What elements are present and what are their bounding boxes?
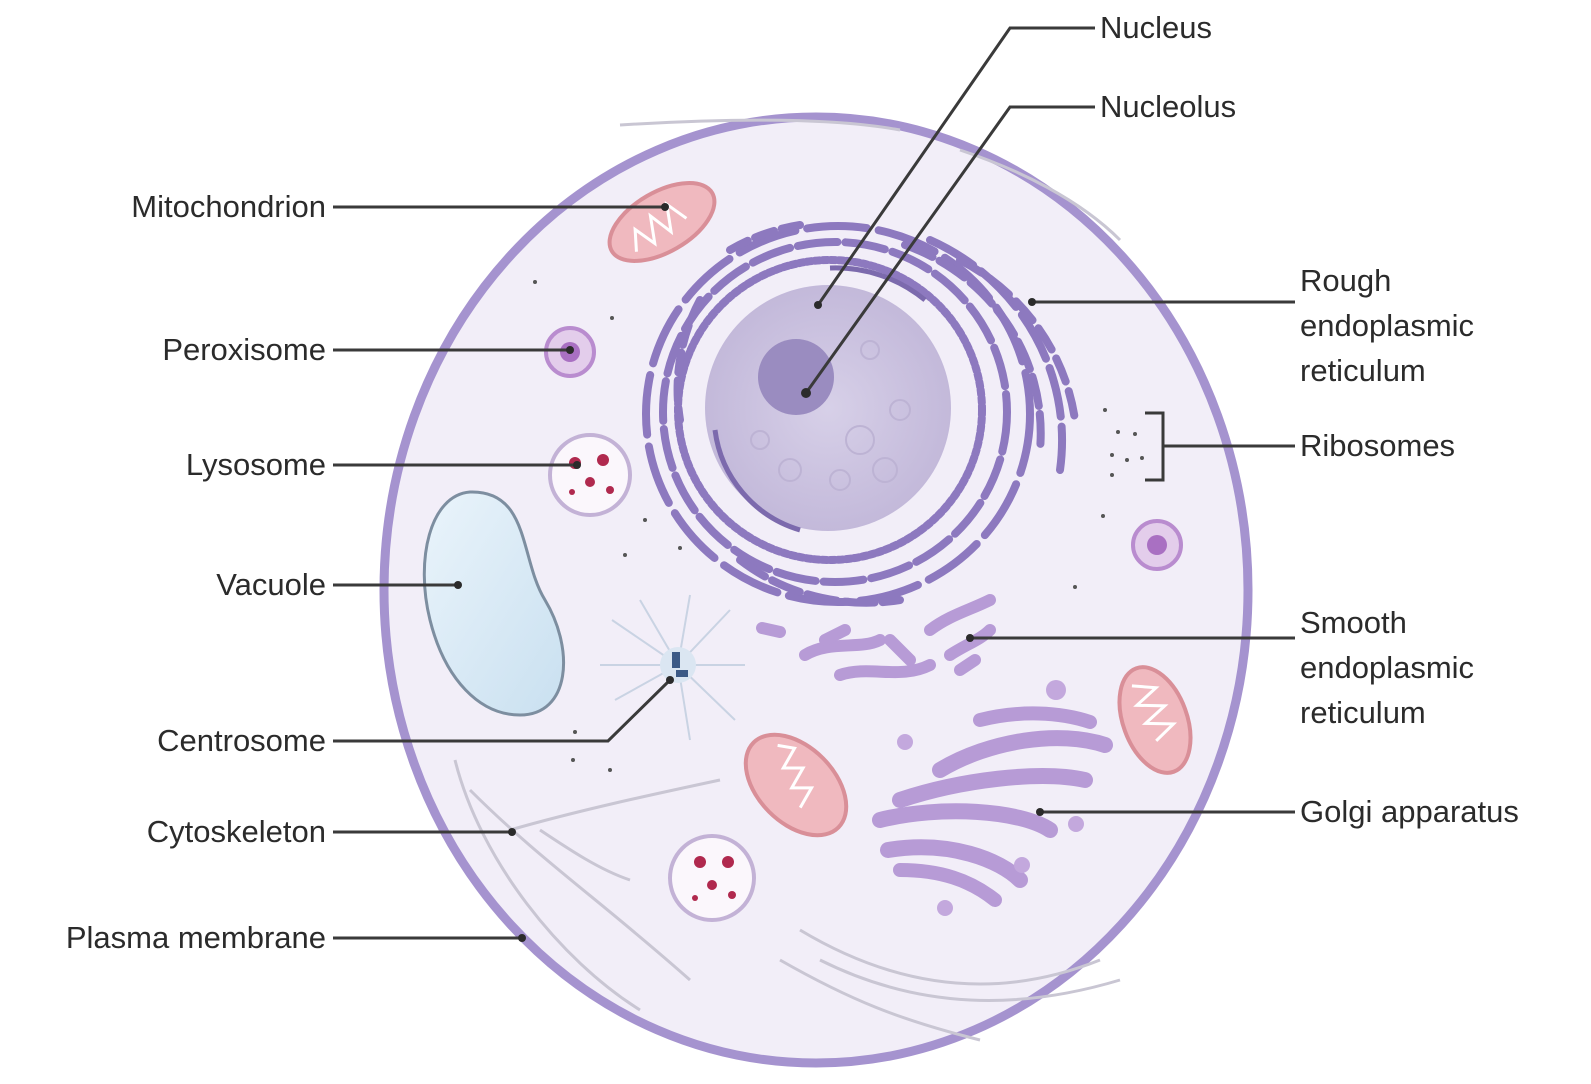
label-smooth-er-line-3: reticulum	[1300, 690, 1474, 735]
label-smooth-er: Smooth endoplasmic reticulum	[1300, 600, 1474, 735]
label-plasma-membrane: Plasma membrane	[66, 915, 326, 961]
label-cytoskeleton: Cytoskeleton	[147, 809, 326, 855]
label-ribosomes: Ribosomes	[1300, 423, 1455, 469]
label-vacuole: Vacuole	[216, 562, 326, 608]
label-rough-er: Rough endoplasmic reticulum	[1300, 258, 1474, 393]
lysosome-lower	[670, 836, 754, 920]
label-rough-er-line-2: endoplasmic	[1300, 303, 1474, 348]
lysosome-upper	[550, 435, 630, 515]
label-centrosome: Centrosome	[157, 718, 326, 764]
peroxisome-right	[1133, 521, 1181, 569]
label-smooth-er-line-2: endoplasmic	[1300, 645, 1474, 690]
label-nucleus: Nucleus	[1100, 5, 1212, 51]
label-nucleolus: Nucleolus	[1100, 84, 1236, 130]
label-rough-er-line-1: Rough	[1300, 258, 1474, 303]
label-peroxisome: Peroxisome	[162, 327, 326, 373]
nucleolus	[758, 339, 834, 415]
label-smooth-er-line-1: Smooth	[1300, 600, 1474, 645]
label-rough-er-line-3: reticulum	[1300, 348, 1474, 393]
label-mitochondrion: Mitochondrion	[131, 184, 326, 230]
label-golgi-apparatus: Golgi apparatus	[1300, 789, 1519, 835]
label-lysosome: Lysosome	[186, 442, 326, 488]
